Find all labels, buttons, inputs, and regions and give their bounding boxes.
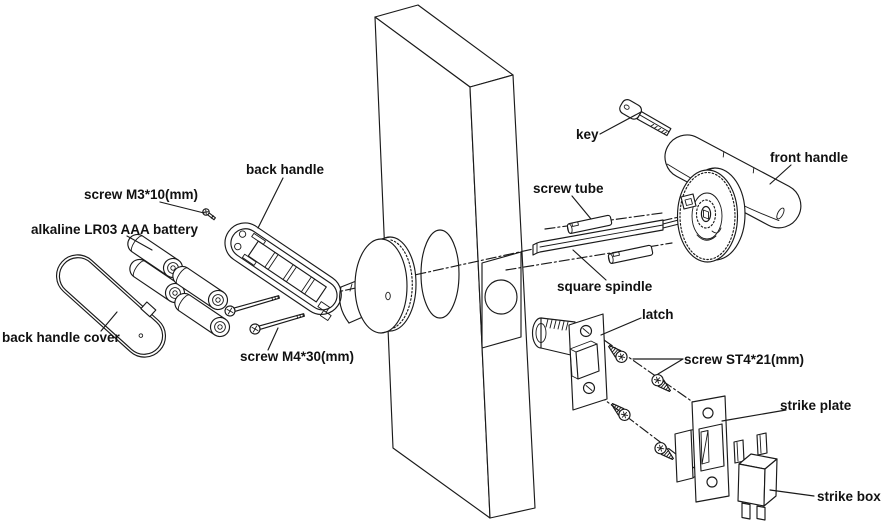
label-front-handle: front handle [770,150,848,165]
back-handle-illustration [224,222,417,334]
label-screw-st4: screw ST4*21(mm) [684,352,805,367]
key-illustration [619,99,672,137]
screw-m3-illustration [202,208,216,221]
label-screw-m3: screw M3*10(mm) [84,187,199,202]
label-back-handle-cover: back handle cover [2,330,120,345]
door-illustration [374,4,536,519]
strike-plate-illustration [674,395,730,503]
label-square-spindle: square spindle [557,279,653,294]
latch-illustration [531,313,608,411]
square-spindle-illustration [532,215,696,256]
back-handle-cover-illustration [55,254,167,358]
label-screw-tube: screw tube [533,181,604,196]
label-battery: alkaline LR03 AAA battery [31,222,199,237]
strike-box-illustration [733,432,778,521]
label-key: key [576,127,599,142]
label-strike-box: strike box [817,489,881,504]
label-strike-plate: strike plate [780,398,852,413]
leader-lines [100,111,815,497]
screw-st4-illustration [604,341,678,464]
label-screw-m4: screw M4*30(mm) [240,349,355,364]
door-edge-cutout [481,251,522,349]
label-latch: latch [642,307,674,322]
label-back-handle: back handle [246,162,325,177]
front-handle-illustration [664,134,802,263]
